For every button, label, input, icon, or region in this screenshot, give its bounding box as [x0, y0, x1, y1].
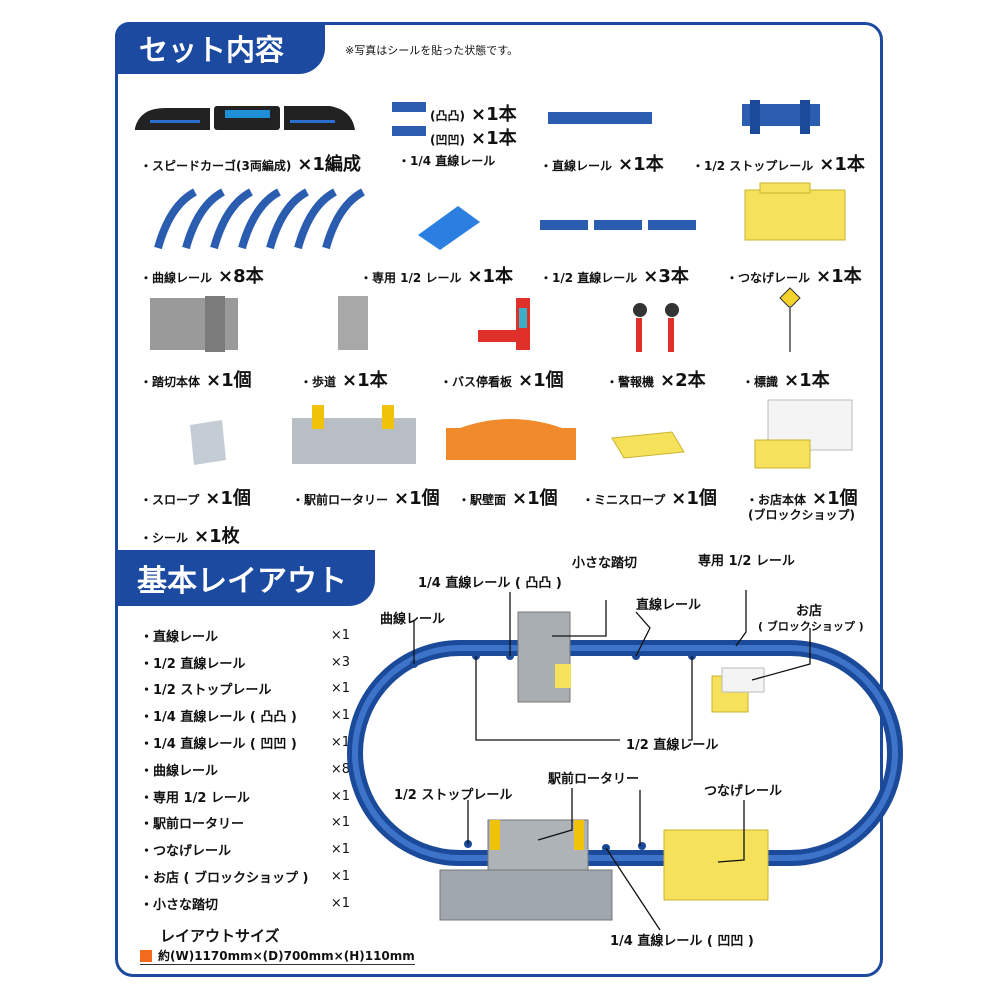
item-half-rail: ・1/2 直線レール×3本 — [540, 266, 689, 287]
curve-rails-picture — [154, 188, 366, 250]
list-item: ・直線レール×1 — [140, 627, 350, 645]
label-stop: 1/2 ストップレール — [394, 788, 513, 803]
item-mini-slope: ・ミニスロープ×1個 — [582, 488, 717, 509]
sidewalk-picture — [338, 296, 368, 350]
half-rails-picture — [540, 220, 696, 230]
stop-rail-picture — [742, 100, 820, 134]
list-item: ・1/2 ストップレール×1 — [140, 681, 350, 699]
special-half-rail-picture — [418, 206, 480, 250]
item-rotary: ・駅前ロータリー×1個 — [292, 488, 440, 509]
item-special-half-rail: ・専用 1/2 レール×1本 — [360, 266, 514, 287]
item-bus-stop-sign: ・バス停看板×1個 — [440, 370, 564, 391]
shop-picture — [754, 399, 853, 469]
list-item: ・1/4 直線レール ( 凹凹 )×1 — [140, 735, 350, 753]
item-sidewalk: ・歩道×1本 — [300, 370, 388, 391]
label-small-crossing: 小さな踏切 — [572, 556, 638, 571]
label-quarter-concave: 1/4 直線レール ( 凹凹 ) — [610, 934, 754, 949]
layout-parts-list: ・直線レール×1 ・1/2 直線レール×3 ・1/2 ストップレール×1 ・1/… — [140, 622, 350, 917]
small-crossing-picture — [517, 611, 571, 703]
station-base-on-layout — [439, 869, 613, 921]
basic-layout-banner: 基本レイアウト — [115, 550, 375, 606]
list-item: ・曲線レール×8 — [140, 761, 350, 779]
list-item: ・小さな踏切×1 — [140, 895, 350, 913]
label-straight: 直線レール — [636, 598, 702, 613]
label-shop: お店 — [796, 604, 823, 619]
item-warning-signal: ・警報機×2本 — [606, 370, 706, 391]
quarter-rail-concave-picture — [392, 126, 426, 136]
rotary-picture — [292, 405, 416, 464]
label-special-half: 専用 1/2 レール — [698, 554, 795, 569]
label-tsunage: つなげレール — [704, 784, 783, 799]
list-item: ・お店 ( ブロックショップ )×1 — [140, 869, 350, 887]
item-train: ・スピードカーゴ(3両編成)×1編成 — [140, 154, 361, 175]
track-oval — [347, 640, 903, 866]
item-shop-body: ・お店本体×1個 — [746, 488, 858, 509]
item-shop-sub: (ブロックショップ) — [748, 508, 855, 522]
list-item: ・1/2 直線レール×3 — [140, 654, 350, 672]
road-sign-picture — [779, 287, 801, 352]
mini-slope-picture — [611, 431, 685, 459]
item-straight-rail: ・直線レール×1本 — [540, 154, 664, 175]
quarter-rail-convex-picture — [392, 102, 426, 112]
item-sticker: ・シール×1枚 — [140, 526, 240, 547]
label-rotary: 駅前ロータリー — [548, 772, 640, 787]
item-slope: ・スロープ×1個 — [140, 488, 251, 509]
train-picture — [135, 106, 355, 130]
list-item: ・専用 1/2 レール×1 — [140, 788, 350, 806]
label-curve: 曲線レール — [380, 612, 446, 627]
item-curve-rail: ・曲線レール×8本 — [140, 266, 264, 287]
list-item: ・駅前ロータリー×1 — [140, 815, 350, 833]
item-tsunage-rail: ・つなげレール×1本 — [726, 266, 862, 287]
tsunage-on-layout — [663, 829, 769, 901]
layout-size-value: 約(W)1170mm×(D)700mm×(H)110mm — [140, 947, 415, 965]
item-quarter-convex: (凸凸)×1本 — [430, 104, 517, 125]
set-contents-banner: セット内容 — [115, 22, 325, 74]
rotary-on-layout — [487, 819, 589, 871]
bus-stop-sign-picture — [478, 298, 530, 350]
label-half-straight: 1/2 直線レール — [626, 738, 719, 753]
station-wall-picture — [446, 419, 576, 460]
orange-square-icon — [140, 949, 152, 962]
item-station-wall: ・駅壁面×1個 — [458, 488, 558, 509]
label-quarter-convex: 1/4 直線レール ( 凸凸 ) — [418, 576, 562, 591]
content-frame — [115, 22, 883, 977]
slope-picture — [190, 420, 226, 465]
layout-size-heading: レイアウトサイズ — [160, 927, 280, 945]
list-item: ・1/4 直線レール ( 凸凸 )×1 — [140, 708, 350, 726]
item-crossing-body: ・踏切本体×1個 — [140, 370, 252, 391]
item-road-sign: ・標識×1本 — [742, 370, 830, 391]
label-shop-sub: ( ブロックショップ ) — [758, 620, 864, 633]
item-quarter-concave: (凹凹)×1本 — [430, 128, 517, 149]
crossing-body-picture — [150, 296, 238, 352]
item-stop-rail: ・1/2 ストップレール×1本 — [692, 154, 865, 175]
list-item: ・つなげレール×1 — [140, 842, 350, 860]
photo-note: ※写真はシールを貼った状態です。 — [345, 44, 519, 57]
straight-rail-picture — [548, 112, 652, 124]
tsunage-rail-picture — [744, 182, 846, 241]
warning-signals-picture — [633, 303, 679, 352]
item-quarter-rail: ・1/4 直線レール — [398, 154, 496, 168]
